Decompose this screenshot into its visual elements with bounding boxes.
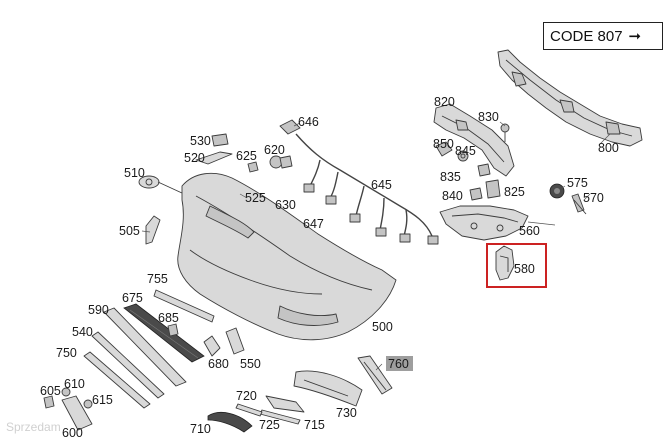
part-540-strip [91,331,165,399]
part-510-emblem [138,175,160,189]
label-590: 590 [88,303,109,317]
label-575: 575 [567,176,588,190]
part-675-grille [123,303,205,363]
label-835: 835 [440,170,461,184]
label-560: 560 [519,224,540,238]
label-760: 760 [388,357,409,371]
label-830: 830 [478,110,499,124]
label-760-background [386,356,413,371]
label-625: 625 [236,149,257,163]
part-850-clip [435,141,453,157]
label-646: 646 [298,115,319,129]
part-710-grille [207,412,253,433]
label-610: 610 [64,377,85,391]
label-710: 710 [190,422,211,436]
label-825: 825 [504,185,525,199]
part-610-clip [61,387,71,397]
part-580-bracket [495,245,515,281]
label-647: 647 [303,217,324,231]
part-590-strip [103,307,187,387]
part-685-clip [167,323,179,337]
part-570-bolt [571,193,587,215]
part-646-sensor [279,119,301,135]
watermark: Sprzedam [6,420,61,434]
part-820-bracket [433,103,515,177]
label-730: 730 [336,406,357,420]
part-600-bracket [61,395,93,431]
label-530: 530 [190,134,211,148]
label-615: 615 [92,393,113,407]
label-605: 605 [40,384,61,398]
part-760-duct [357,355,393,395]
part-605-clip [43,395,55,409]
label-600: 600 [62,426,83,440]
part-830-bolt [500,123,510,142]
part-725-strip [235,403,263,417]
part-505-trim [145,215,161,245]
label-550: 550 [240,357,261,371]
label-580: 580 [514,262,535,276]
label-540: 540 [72,325,93,339]
part-560-bracket [439,205,529,241]
label-505: 505 [119,224,140,238]
label-680: 680 [208,357,229,371]
part-620-sensor [269,155,293,169]
part-825-bracket [485,179,501,199]
highlight-box-580 [486,243,547,288]
code-label-text: CODE 807 [550,27,623,45]
label-525: 525 [245,191,266,205]
part-680-bracket [203,335,221,357]
label-675: 675 [122,291,143,305]
label-570: 570 [583,191,604,205]
part-520-trim [195,151,233,165]
label-520: 520 [184,151,205,165]
label-850: 850 [433,137,454,151]
label-800: 800 [598,141,619,155]
label-755: 755 [147,272,168,286]
label-500: 500 [372,320,393,334]
callout-labels: 800 820 830 850 845 835 840 825 575 570 … [40,95,619,440]
label-725: 725 [259,418,280,432]
part-530-clip [211,133,229,147]
label-630: 630 [275,198,296,212]
part-720-trim [265,395,305,413]
label-620: 620 [264,143,285,157]
label-720: 720 [236,389,257,403]
label-645: 645 [371,178,392,192]
arrow-right-icon: ➞ [628,28,642,45]
part-550-bracket [225,327,245,355]
part-835-clip [477,163,491,177]
part-755-strip [153,289,215,323]
label-820: 820 [434,95,455,109]
part-615-clip [83,399,93,409]
code-label-box: CODE 807 ➞ [543,22,663,50]
label-510: 510 [124,166,145,180]
part-500-bumper-cover [177,172,397,341]
part-845-nut [457,150,469,162]
part-750-strip [83,351,151,409]
label-715: 715 [304,418,325,432]
part-730-trim [293,370,363,407]
part-840-clip [469,187,483,201]
leader-lines [141,121,611,371]
label-685: 685 [158,311,179,325]
label-750: 750 [56,346,77,360]
part-800-bracket [497,49,643,147]
part-625-clip [247,161,259,173]
part-645-wiring-harness [295,133,439,245]
part-575-grommet [549,183,565,199]
label-840: 840 [442,189,463,203]
label-845: 845 [455,144,476,158]
